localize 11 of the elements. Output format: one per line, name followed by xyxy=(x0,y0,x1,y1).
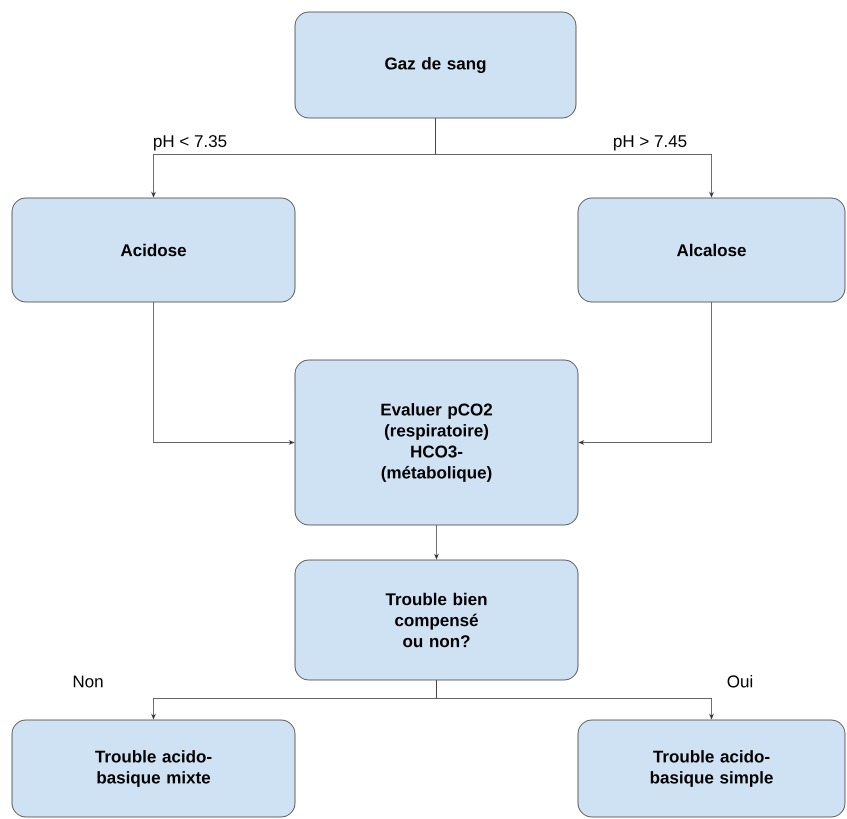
process-box: Gaz de sang xyxy=(294,12,576,118)
process-box: Trouble acido-basique mixte xyxy=(12,720,296,818)
process-box: Trouble bien compensé ou non? xyxy=(294,560,578,680)
edge-label: pH < 7.35 xyxy=(154,135,226,150)
process-box: Acidose xyxy=(12,198,296,302)
process-box: Alcalose xyxy=(578,198,846,302)
edge-label: pH > 7.45 xyxy=(614,135,686,150)
process-box: Evaluer pCO2 (respiratoire) HCO3- (métabolique) xyxy=(294,360,578,526)
edge-label: Oui xyxy=(728,674,752,688)
process-box: Trouble acido-basique simple xyxy=(578,720,846,818)
edge-label: Non xyxy=(74,676,102,688)
